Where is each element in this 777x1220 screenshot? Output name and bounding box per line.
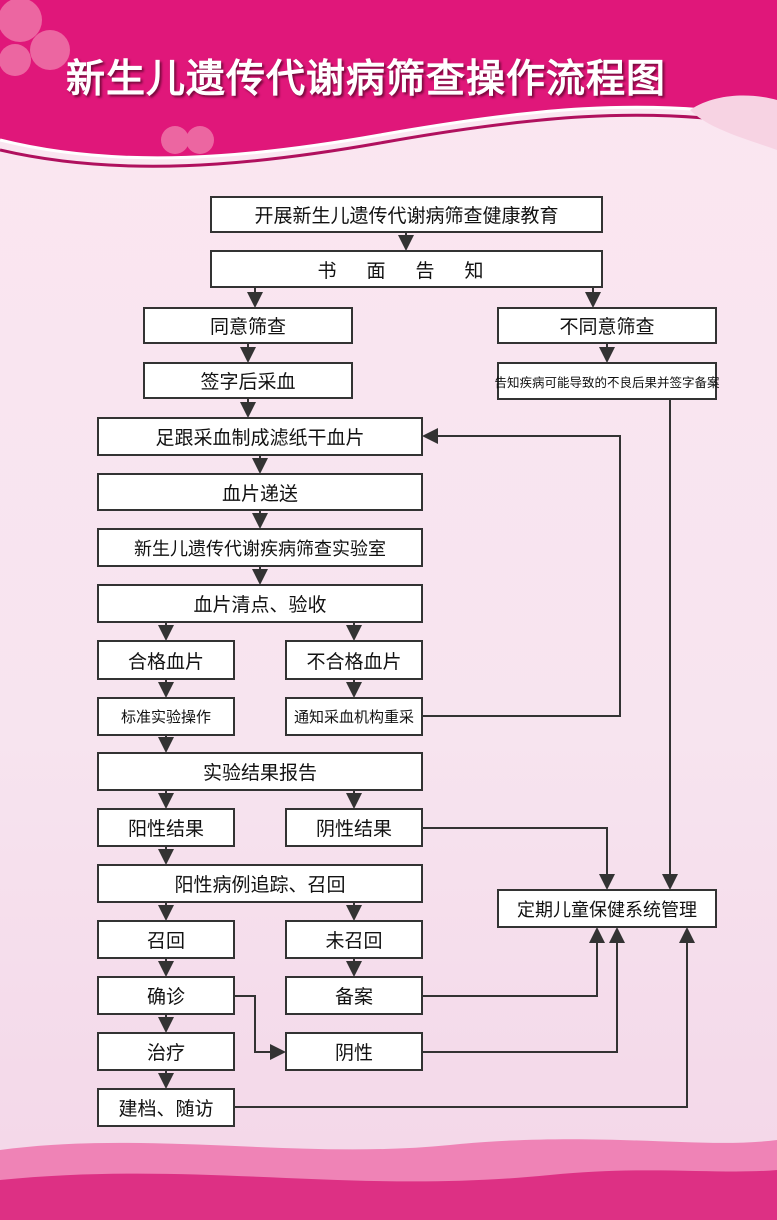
node-heel-blood: 足跟采血制成滤纸干血片: [97, 417, 423, 456]
node-followup: 建档、随访: [97, 1088, 235, 1127]
page-title: 新生儿遗传代谢病筛查操作流程图: [66, 57, 667, 102]
node-child-health: 定期儿童保健系统管理: [497, 889, 717, 928]
node-negative: 阴性结果: [285, 808, 423, 847]
node-disagree: 不同意筛查: [497, 307, 717, 344]
node-lab: 新生儿遗传代谢疾病筛查实验室: [97, 528, 423, 567]
node-qualified: 合格血片: [97, 640, 235, 680]
node-treatment: 治疗: [97, 1032, 235, 1071]
node-positive: 阳性结果: [97, 808, 235, 847]
node-written-notice: 书 面 告 知: [210, 250, 603, 288]
node-unqualified: 不合格血片: [285, 640, 423, 680]
node-diagnosed: 确诊: [97, 976, 235, 1015]
node-delivery: 血片递送: [97, 473, 423, 511]
node-filed: 备案: [285, 976, 423, 1015]
flower-icon: [0, 0, 214, 154]
node-track-recall: 阳性病例追踪、召回: [97, 864, 423, 903]
node-standard-op: 标准实验操作: [97, 697, 235, 736]
node-sign-collect: 签字后采血: [143, 362, 353, 399]
node-report: 实验结果报告: [97, 752, 423, 791]
node-inform-sign: 告知疾病可能导致的不良后果并签字备案: [495, 362, 720, 400]
node-agree: 同意筛查: [143, 307, 353, 344]
node-not-recalled: 未召回: [285, 920, 423, 959]
node-check: 血片清点、验收: [97, 584, 423, 623]
node-recalled: 召回: [97, 920, 235, 959]
node-negative-result: 阴性: [285, 1032, 423, 1071]
node-education: 开展新生儿遗传代谢病筛查健康教育: [210, 196, 603, 233]
node-notify-recollect: 通知采血机构重采: [285, 697, 423, 736]
lily-icon: [690, 95, 777, 150]
